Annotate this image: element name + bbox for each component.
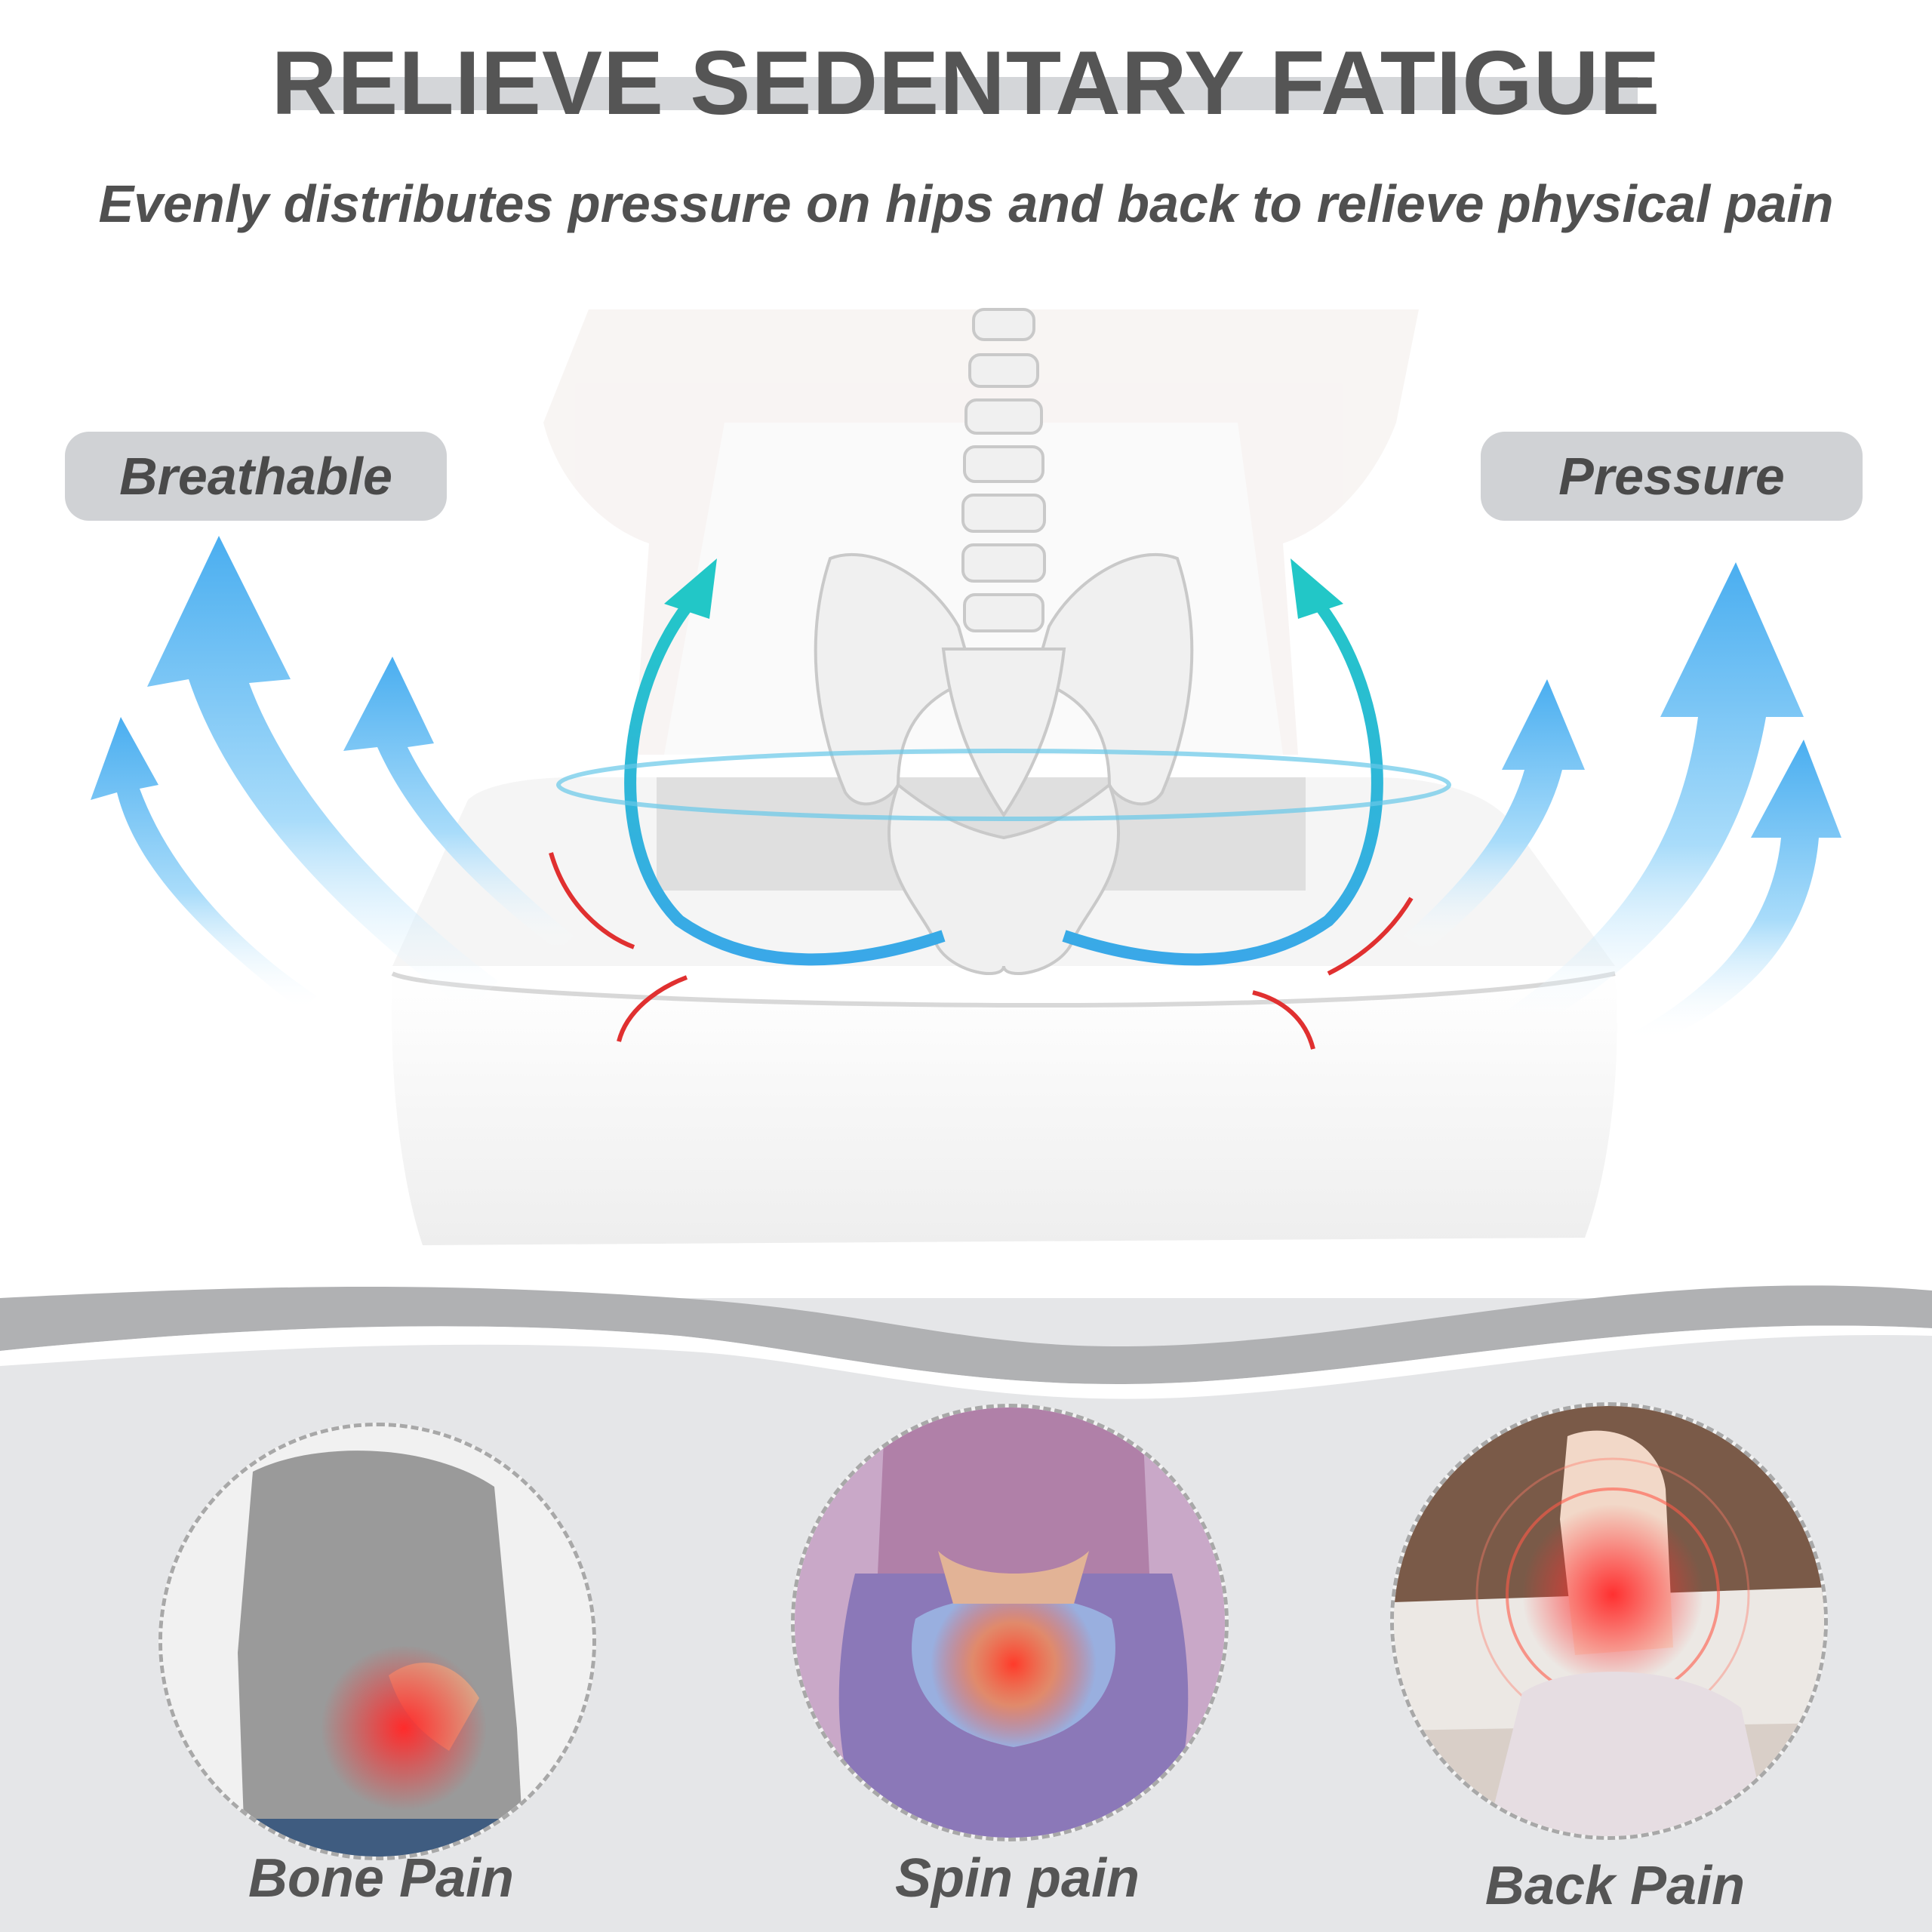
page-title: RELIEVE SEDENTARY FATIGUE — [271, 32, 1661, 134]
bone-pain-photo — [158, 1423, 596, 1860]
spin-pain-photo — [791, 1404, 1229, 1841]
teal-arrowhead-right — [1291, 558, 1343, 619]
title-block: RELIEVE SEDENTARY FATIGUE — [0, 30, 1932, 136]
pressure-pill: Pressure — [1481, 432, 1863, 521]
breathable-arrows-left — [91, 536, 574, 1011]
title-underline — [279, 77, 1638, 110]
bone-pain-label: Bone Pain — [248, 1848, 515, 1909]
wave-divider — [0, 1285, 1932, 1385]
spine-pelvis-illustration — [814, 308, 1194, 975]
circulation-arrows — [556, 584, 1451, 966]
pressure-arrows — [549, 852, 1414, 1050]
spin-pain-label: Spin pain — [895, 1848, 1140, 1909]
pressure-arrows-right — [1404, 562, 1841, 1041]
teal-arrowhead-left — [664, 558, 717, 619]
back-pain-label: Back Pain — [1484, 1856, 1746, 1916]
page-subtitle: Evenly distributes pressure on hips and … — [98, 174, 1834, 233]
back-pain-photo — [1390, 1402, 1828, 1840]
breathable-pill: Breathable — [65, 432, 447, 521]
